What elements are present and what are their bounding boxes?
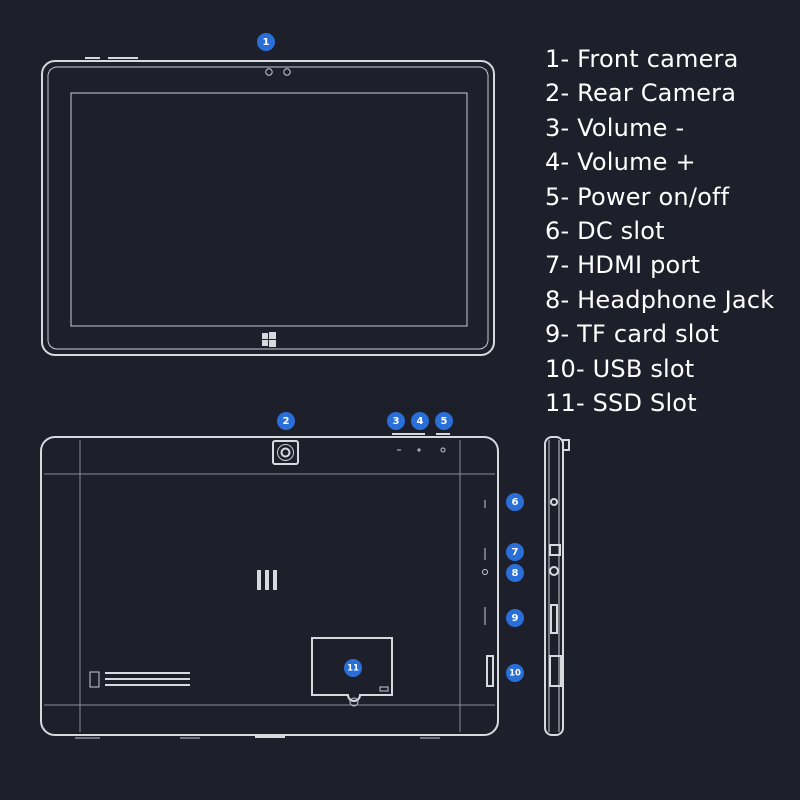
brand-logo-icon [257,570,277,590]
front-camera-icon [265,68,291,76]
badge-9: 9 [506,609,524,627]
svg-text:6: 6 [512,497,519,508]
svg-text:10: 10 [509,669,521,679]
legend-item-usb-slot: 10- USB slot [545,354,695,383]
svg-text:7: 7 [512,547,519,558]
badge-6: 6 [506,493,524,511]
tablet-front-view [41,57,495,356]
badge-1: 1 [257,33,275,51]
badge-2: 2 [277,412,295,430]
rear-camera-icon [272,440,299,465]
ssd-cover [311,637,393,707]
badge-8: 8 [506,564,524,582]
legend-item-ssd-slot: 11- SSD Slot [545,389,697,418]
badge-11: 11 [344,659,362,677]
badge-5: 5 [435,412,453,430]
legend-item-tf-card-slot: 9- TF card slot [545,320,720,349]
legend-item-hdmi-port: 7- HDMI port [545,251,701,280]
tablet-back-view [40,433,499,739]
svg-text:11: 11 [347,664,359,674]
legend-item-front-camera: 1- Front camera [545,45,739,73]
badge-10: 10 [506,664,524,682]
port-markings [482,500,494,687]
legend-item-rear-camera: 2- Rear Camera [545,79,737,108]
badge-7: 7 [506,543,524,561]
svg-text:5: 5 [441,416,448,427]
legend-item-volume-down: 3- Volume - [545,113,685,142]
windows-logo-icon [262,332,276,347]
badge-4: 4 [411,412,429,430]
legend-item-power: 5- Power on/off [545,182,730,211]
svg-text:1: 1 [263,37,270,48]
legend-item-dc-slot: 6- DC slot [545,217,665,246]
badge-3: 3 [387,412,405,430]
component-legend: 1- Front camera 2- Rear Camera 3- Volume… [545,42,774,420]
regulatory-label [89,671,190,688]
svg-text:9: 9 [512,613,519,624]
svg-text:2: 2 [283,416,290,427]
svg-text:4: 4 [417,416,424,427]
bottom-vents [75,736,440,739]
svg-text:3: 3 [393,416,400,427]
legend-item-volume-up: 4- Volume + [545,148,696,177]
legend-item-headphone-jack: 8- Headphone Jack [545,285,775,314]
tablet-side-view [544,436,570,736]
screen [70,92,468,327]
svg-text:8: 8 [512,568,519,579]
